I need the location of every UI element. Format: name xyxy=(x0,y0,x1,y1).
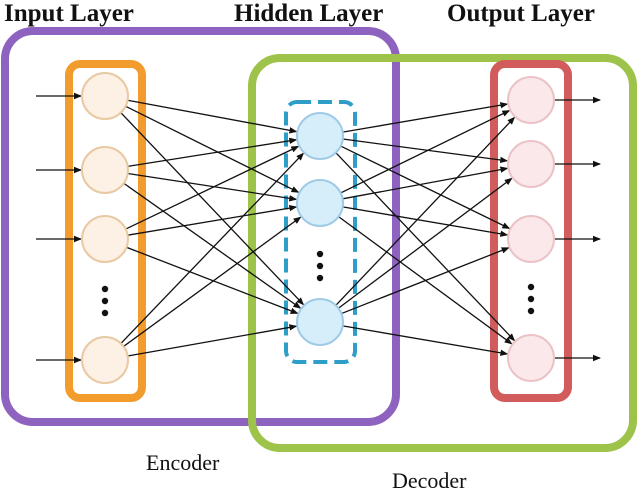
output-node xyxy=(507,140,555,188)
output-ellipsis-dots xyxy=(527,283,535,315)
decoder-connection-arrow xyxy=(335,152,516,342)
decoder-connection-arrow xyxy=(342,325,509,356)
decoder-connection-arrow xyxy=(338,177,513,309)
decoder-connection-arrow xyxy=(342,206,509,237)
encoder-connection-arrow xyxy=(126,246,299,314)
encoder-connection-arrow xyxy=(127,99,298,134)
input-node xyxy=(81,336,129,384)
encoder-connection-arrow xyxy=(125,145,300,230)
decoder-connection-arrow xyxy=(342,102,509,133)
encoder-connection-arrow xyxy=(127,172,298,202)
input-node xyxy=(81,215,129,263)
encoder-connection-arrow xyxy=(123,182,302,309)
output-layer-nodes xyxy=(507,76,555,382)
decoder-connection-arrow xyxy=(335,116,516,306)
decoder-label: Decoder xyxy=(392,468,467,491)
input-layer-box xyxy=(65,60,146,402)
encoder-connection-arrow xyxy=(125,105,300,193)
decoder-connection-arrow xyxy=(340,109,511,194)
hidden-layer-box xyxy=(284,100,357,364)
encoder-label: Encoder xyxy=(146,450,220,475)
output-node xyxy=(507,334,555,382)
connection-lines xyxy=(36,92,601,364)
input-layer-title: Input Layer xyxy=(4,0,134,27)
hidden-layer-title: Hidden Layer xyxy=(234,0,383,27)
hidden-node xyxy=(296,112,344,160)
input-node xyxy=(81,146,129,194)
decoder-connection-arrow xyxy=(340,145,511,230)
decoder-connection-arrow xyxy=(341,247,510,315)
hidden-layer-nodes xyxy=(296,112,344,346)
encoder-connection-arrow xyxy=(127,324,298,357)
input-ellipsis-dots xyxy=(101,285,109,317)
encoder-connection-arrow xyxy=(120,112,305,306)
hidden-ellipsis-dots xyxy=(316,250,324,282)
input-node xyxy=(81,72,129,120)
output-layer-title: Output Layer xyxy=(447,0,595,27)
encoder-connection-arrow xyxy=(123,216,302,347)
encoder-connection-arrow xyxy=(127,137,298,168)
output-node xyxy=(507,76,555,124)
output-layer-box xyxy=(490,60,572,402)
input-layer-nodes xyxy=(81,72,129,384)
decoder-connection-arrow xyxy=(342,138,509,164)
hidden-node xyxy=(296,179,344,227)
decoder-connection-arrow xyxy=(342,166,509,200)
encoder-connection-arrow xyxy=(120,152,305,344)
encoder-connection-arrow xyxy=(127,204,298,236)
output-node xyxy=(507,215,555,263)
encoder-boundary xyxy=(1,27,400,426)
hidden-node xyxy=(296,298,344,346)
